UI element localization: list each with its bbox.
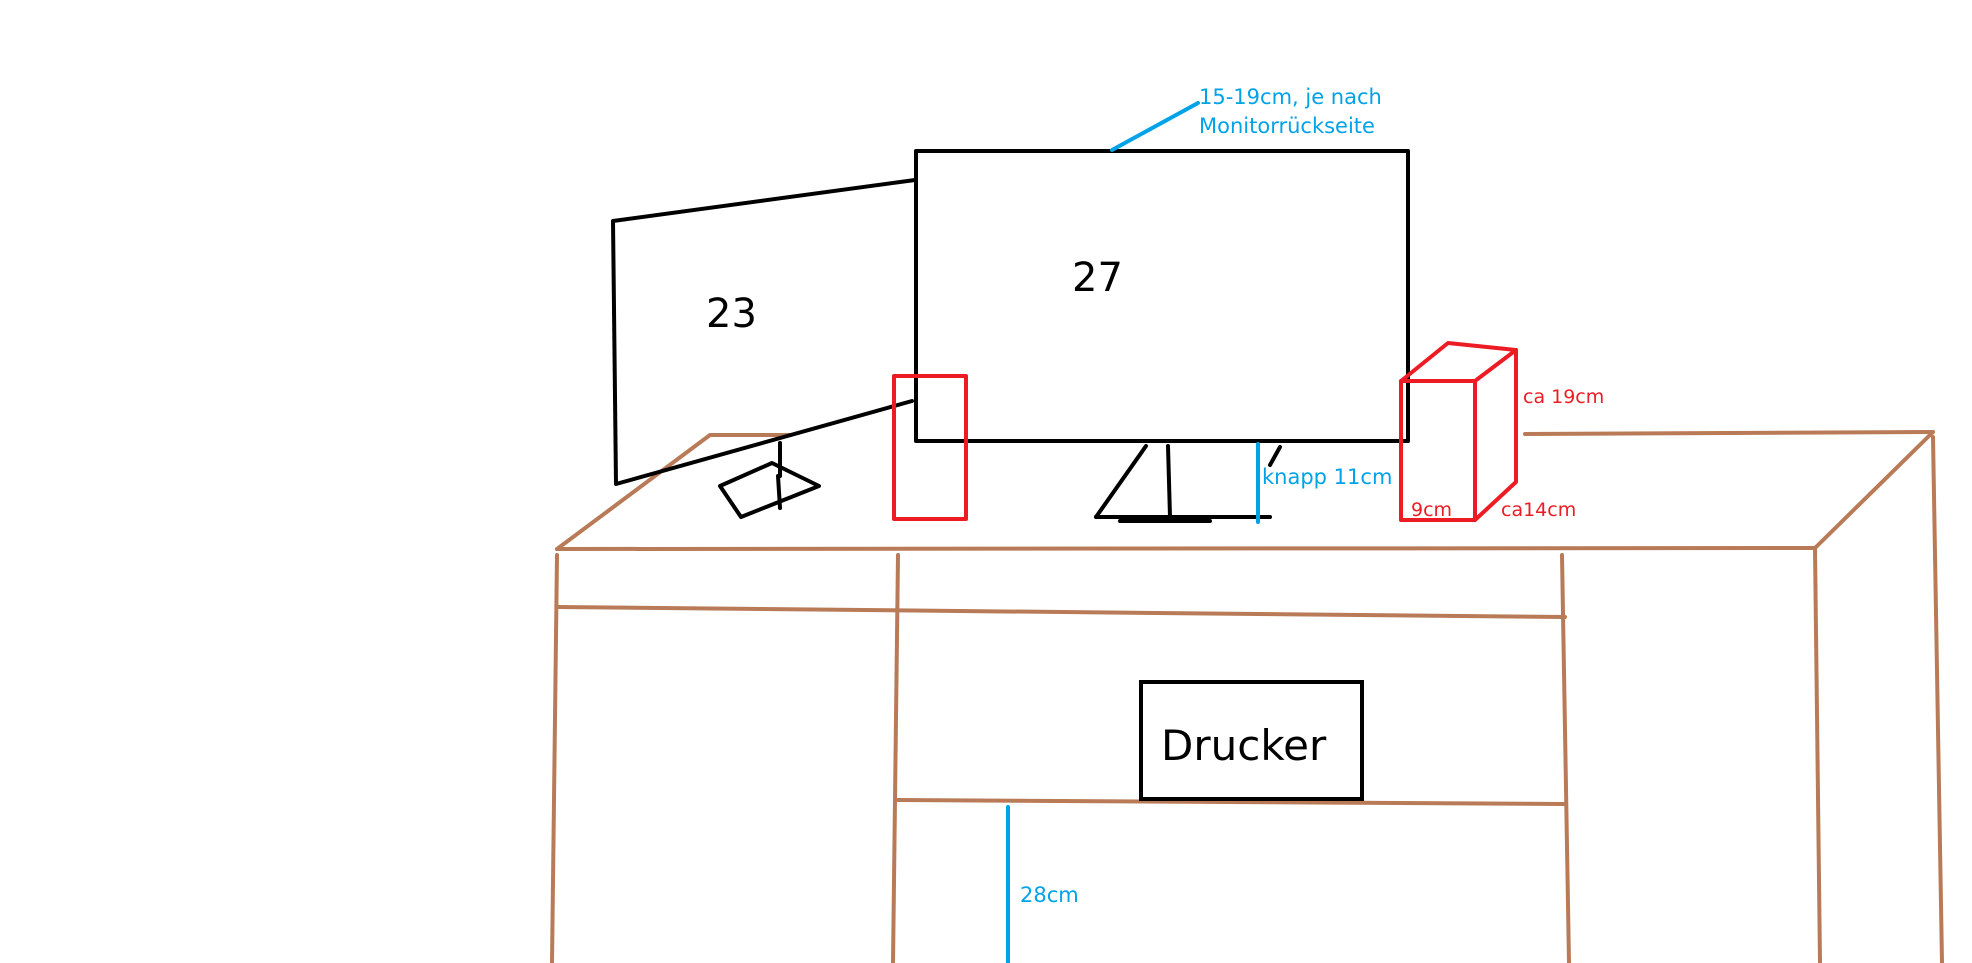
- monitor-23-label: 23: [706, 291, 757, 337]
- monitor-27-stand-right: [1268, 445, 1282, 467]
- stand-height-label: knapp 11cm: [1262, 465, 1392, 489]
- monitor-27-screen: [914, 149, 1410, 443]
- left-tower: [892, 374, 968, 521]
- desk-top-right-edge: [1813, 430, 1935, 550]
- monitor-27: [914, 149, 1410, 523]
- printer: Drucker: [1139, 680, 1364, 801]
- monitor-23: [611, 178, 917, 519]
- monitor-23-outline: [611, 178, 917, 486]
- monitor-27-stand-center: [1166, 444, 1172, 519]
- monitor-23-foot-inner: [776, 474, 782, 510]
- desk-apron-bottom: [555, 605, 1567, 619]
- desk-middle-right-post: [1560, 553, 1571, 963]
- monitor-23-foot: [718, 461, 821, 519]
- printer-box: [1139, 680, 1364, 801]
- measure-lines: [1006, 101, 1260, 963]
- towers: [892, 341, 1518, 522]
- desk-top-left-edge: [555, 433, 792, 551]
- shelf-height-label: 28cm: [1020, 883, 1079, 907]
- desk-middle-left-post: [891, 553, 900, 963]
- printer-label: Drucker: [1161, 721, 1327, 770]
- desk-shelf: [896, 798, 1567, 806]
- right-tower-side: [1473, 348, 1518, 522]
- right-tower-top: [1399, 341, 1518, 383]
- tower-width-label: 9cm: [1411, 499, 1452, 521]
- desk-top-front-edge: [555, 546, 1817, 551]
- monitor-back-label-line1: 15-19cm, je nach: [1199, 85, 1382, 109]
- desk-right-front-leg: [1813, 546, 1822, 963]
- desk: [550, 430, 1944, 963]
- desk-right-back-leg: [1931, 435, 1944, 963]
- tower-height-label: ca 19cm: [1523, 386, 1604, 408]
- tower-depth-label: ca14cm: [1501, 499, 1576, 521]
- desk-top-back-edge: [1523, 430, 1935, 436]
- monitor-27-stand-left: [1094, 444, 1148, 519]
- monitor-27-label: 27: [1072, 255, 1123, 301]
- monitor-back-label-line2: Monitorrückseite: [1199, 114, 1375, 138]
- right-tower-front: [1399, 379, 1477, 522]
- monitor-back-measure-line: [1110, 101, 1200, 152]
- desk-left-front-leg: [550, 553, 559, 963]
